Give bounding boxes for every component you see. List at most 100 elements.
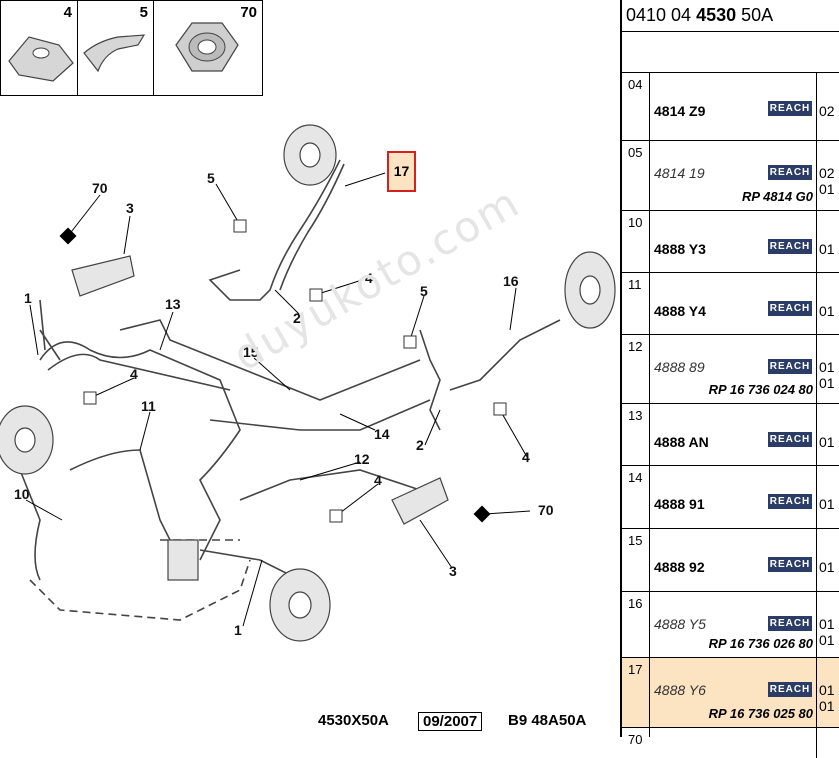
callout-2: 2 [293, 310, 301, 326]
callout-5: 5 [207, 170, 215, 186]
callout-10: 10 [14, 486, 30, 502]
reach-badge: REACH [768, 557, 812, 572]
quantity-value: 01 [819, 616, 835, 632]
callout-12: 12 [354, 451, 370, 467]
quantity-cell: 01 [816, 529, 839, 591]
callout-5: 5 [420, 283, 428, 299]
reach-badge: REACH [768, 301, 812, 316]
part-code: 4888 91 [654, 496, 705, 512]
callout-4: 4 [365, 270, 373, 286]
quantity-cell: 01 [816, 273, 839, 334]
callout-4: 4 [130, 366, 138, 382]
callout-3: 3 [449, 563, 457, 579]
quantity-value: 01 [819, 359, 835, 375]
brake-pipe-diagram: 4 5 70 [0, 0, 616, 731]
reach-badge: REACH [768, 101, 812, 116]
part-code: 4888 AN [654, 434, 709, 450]
quantity-value: 01 [819, 682, 835, 698]
quantity-value: 01 [819, 698, 835, 714]
quantity-value: 01 [819, 496, 835, 512]
highlighted-part-17[interactable]: 17 [387, 151, 416, 192]
row-index: 70 [622, 728, 650, 747]
reach-badge: REACH [768, 616, 812, 631]
row-index: 12 [622, 335, 650, 403]
callout-70: 70 [92, 180, 108, 196]
reach-badge: REACH [768, 682, 812, 697]
pipe-lines [0, 124, 616, 642]
part-code: 4888 Y4 [654, 303, 706, 319]
quantity-value: 01 [819, 632, 835, 648]
replacement-part-ref: RP 4814 G0 [741, 189, 813, 204]
reach-badge: REACH [768, 494, 812, 509]
quantity-value: 01 [819, 375, 835, 391]
thumbnail-clip-5: 5 [77, 0, 154, 96]
row-index: 05 [622, 141, 650, 210]
quantity-value: 01 [819, 181, 835, 197]
part-code: 4814 19 [654, 165, 705, 181]
part-code: 4888 92 [654, 559, 705, 575]
quantity-cell: 01 [816, 211, 839, 272]
footer-code: B9 48A50A [508, 712, 587, 729]
quantity-value: 01 [819, 303, 835, 319]
replacement-part-ref: RP 16 736 026 80 [708, 636, 813, 651]
quantity-value: 02 [819, 103, 835, 119]
reach-badge: REACH [768, 432, 812, 447]
quantity-cell: 02 [816, 73, 839, 140]
row-index: 13 [622, 404, 650, 465]
thumbnail-clip-4: 4 [0, 0, 78, 96]
callout-3: 3 [126, 200, 134, 216]
replacement-part-ref: RP 16 736 024 80 [708, 382, 813, 397]
replacement-part-ref: RP 16 736 025 80 [708, 706, 813, 721]
reach-badge: REACH [768, 359, 812, 374]
row-index: 14 [622, 466, 650, 528]
watermark: duyukoto.com [225, 177, 529, 381]
part-code: 4888 Y6 [654, 682, 706, 698]
row-index: 15 [622, 529, 650, 591]
callout-4: 4 [374, 472, 382, 488]
quantity-cell [816, 728, 839, 758]
thumbnail-nut-70: 70 [153, 0, 263, 96]
quantity-value: 02 [819, 165, 835, 181]
callout-1: 1 [234, 622, 242, 638]
callout-2: 2 [416, 437, 424, 453]
clip-icon [83, 34, 146, 73]
nut-icon [175, 22, 239, 72]
callout-13: 13 [165, 296, 181, 312]
quantity-value: 01 [819, 241, 835, 257]
row-index: 16 [622, 592, 650, 657]
callout-4: 4 [522, 449, 530, 465]
clip-icon [8, 36, 74, 82]
part-code: 4814 Z9 [654, 103, 706, 119]
table-row[interactable]: 70 [622, 727, 839, 758]
row-index: 04 [622, 73, 650, 140]
quantity-value: 01 [819, 559, 835, 575]
row-index: 11 [622, 273, 650, 334]
part-code: 4888 Y3 [654, 241, 706, 257]
row-index: 10 [622, 211, 650, 272]
quantity-cell: 01 [816, 404, 839, 465]
callout-16: 16 [503, 273, 519, 289]
row-index: 17 [622, 658, 650, 727]
part-reference-header: 0410 04 4530 50A [622, 0, 839, 32]
callout-11: 11 [141, 398, 156, 414]
quantity-cell: 01 [816, 466, 839, 528]
callout-1: 1 [24, 290, 32, 306]
callout-14: 14 [374, 426, 390, 442]
part-code: 4888 Y5 [654, 616, 706, 632]
footer-date: 09/2007 [418, 712, 483, 731]
reach-badge: REACH [768, 239, 812, 254]
